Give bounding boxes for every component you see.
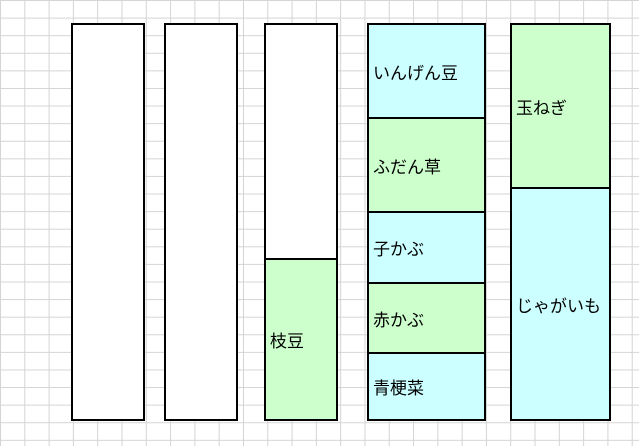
- garden-bed-4: いんげん豆 ふだん草 子かぶ 赤かぶ 青梗菜: [367, 23, 486, 421]
- crop-label: 玉ねぎ: [516, 98, 567, 119]
- crop-cell-baby-turnip: 子かぶ: [369, 211, 484, 282]
- crop-label: じゃがいも: [516, 296, 601, 317]
- crop-cell-chard: ふだん草: [369, 117, 484, 211]
- crop-label: 枝豆: [270, 332, 304, 352]
- crop-label: いんげん豆: [373, 63, 458, 84]
- crop-cell-edamame: 枝豆: [266, 258, 336, 419]
- crop-label: ふだん草: [373, 157, 441, 178]
- crop-label: 子かぶ: [373, 240, 424, 260]
- crop-label: 赤かぶ: [373, 310, 424, 331]
- garden-bed-1: [71, 23, 145, 421]
- crop-cell-green-beans: いんげん豆: [369, 25, 484, 117]
- garden-bed-3: 枝豆: [264, 23, 338, 421]
- garden-bed-5: 玉ねぎ じゃがいも: [510, 23, 611, 421]
- crop-cell-bok-choy: 青梗菜: [369, 352, 484, 419]
- garden-bed-2: [164, 23, 238, 421]
- crop-cell-onion: 玉ねぎ: [512, 25, 609, 187]
- crop-cell-red-turnip: 赤かぶ: [369, 282, 484, 352]
- crop-label: 青梗菜: [373, 379, 424, 399]
- crop-cell-potato: じゃがいも: [512, 187, 609, 419]
